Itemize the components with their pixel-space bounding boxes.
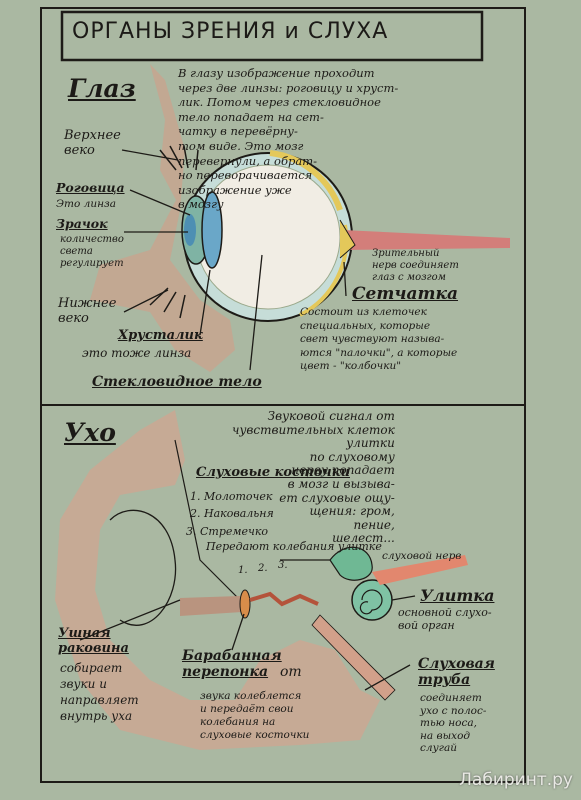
cochlea-shape xyxy=(351,579,393,621)
ossicles-heading: Слуховые косточки xyxy=(196,465,350,480)
retina-label: Сетчатка xyxy=(352,284,459,304)
ear-canal xyxy=(180,596,242,616)
ossicle-2: 2. Наковальня xyxy=(190,507,274,520)
retina-arc xyxy=(269,150,343,211)
upper-lashes xyxy=(159,145,199,171)
auricle-curve xyxy=(109,509,177,626)
pointer-tube xyxy=(364,664,411,691)
pupil-label: Зрачок xyxy=(56,216,108,231)
tube-label: Слуховая труба xyxy=(418,656,495,688)
cornea-note: Это линза xyxy=(56,198,117,210)
outer-frame xyxy=(40,7,526,783)
optic-disc xyxy=(339,219,356,259)
lens-shape xyxy=(201,191,223,269)
cornea-label: Роговица xyxy=(56,180,125,195)
cochlea-label: Улитка xyxy=(420,586,495,605)
ossicle-number-2: 2. xyxy=(258,563,268,574)
optic-nerve xyxy=(342,230,510,250)
pointer-cochlea xyxy=(391,595,416,601)
pointer-cornea xyxy=(129,189,191,216)
semicircular-canals xyxy=(329,546,373,581)
auricle-label: Ушная раковина xyxy=(58,626,129,656)
auditory-nerve-shape xyxy=(372,555,468,585)
pointer-lower-lid xyxy=(123,289,169,313)
vitreous-label: Стекловидное тело xyxy=(92,374,262,390)
ear-heading: Ухо xyxy=(64,418,116,447)
eardrum-label: Барабанная перепонка xyxy=(182,648,282,680)
ear-intro-text: Звуковой сигнал от чувствительных клеток… xyxy=(232,409,395,546)
page-title: ОРГАНЫ ЗРЕНИЯ и СЛУХА xyxy=(72,19,389,44)
eye-intro-text: В глазу изображение проходит через две л… xyxy=(178,66,399,212)
cochlea-spiral xyxy=(359,589,383,615)
watermark-logo: Лабиринт.ру xyxy=(459,770,573,790)
eardrum-shape xyxy=(239,589,251,619)
ossicle-3: 3. Стремечко xyxy=(186,525,269,538)
title-box xyxy=(60,10,484,62)
ossicle-1: 1. Молоточек xyxy=(190,490,273,503)
ear-inner-line xyxy=(174,439,241,601)
auditory-nerve-label: слуховой нерв xyxy=(382,550,462,562)
pointer-eardrum xyxy=(231,613,245,651)
cochlea-note: основной слухо- вой орган xyxy=(398,606,492,632)
pupil-note: количество света регулирует xyxy=(60,234,124,269)
upper-lid-label: Верхнее веко xyxy=(64,128,121,158)
ear-skin xyxy=(55,410,380,750)
eye-heading: Глаз xyxy=(68,74,136,103)
pointer-retina xyxy=(343,261,347,297)
pointer-auricle xyxy=(79,599,181,641)
eardrum-note: звука колеблется и передаёт свои колебан… xyxy=(200,690,310,741)
pointer-vitreous xyxy=(249,254,263,371)
ossicles-shape xyxy=(249,591,319,607)
lower-lid-label: Нижнее веко xyxy=(58,296,117,326)
lens-note: это тоже линза xyxy=(82,346,192,360)
face-skin xyxy=(90,64,235,372)
eardrum-suffix: от xyxy=(280,664,302,680)
lens-label: Хрусталик xyxy=(118,328,203,343)
ossicles-note: Передают колебания улитке xyxy=(206,540,382,553)
ossicle-number-3: 3. xyxy=(278,560,288,571)
pointer-upper-lid xyxy=(121,149,179,161)
pupil-shape xyxy=(184,214,196,246)
ossicle-number-1: 1. xyxy=(238,565,248,576)
retina-note: Состоит из клеточек специальных, которые… xyxy=(300,306,458,372)
pointer-lens xyxy=(199,269,211,336)
eustachian-tube-shape xyxy=(311,614,396,701)
auricle-note: собирает звуки и направляет внутрь уха xyxy=(60,661,139,723)
tube-note: соединяет ухо с полос- тью носа, на выхо… xyxy=(420,692,487,754)
optic-nerve-label: Зрительный нерв соединяет глаз с мозгом xyxy=(372,248,459,283)
